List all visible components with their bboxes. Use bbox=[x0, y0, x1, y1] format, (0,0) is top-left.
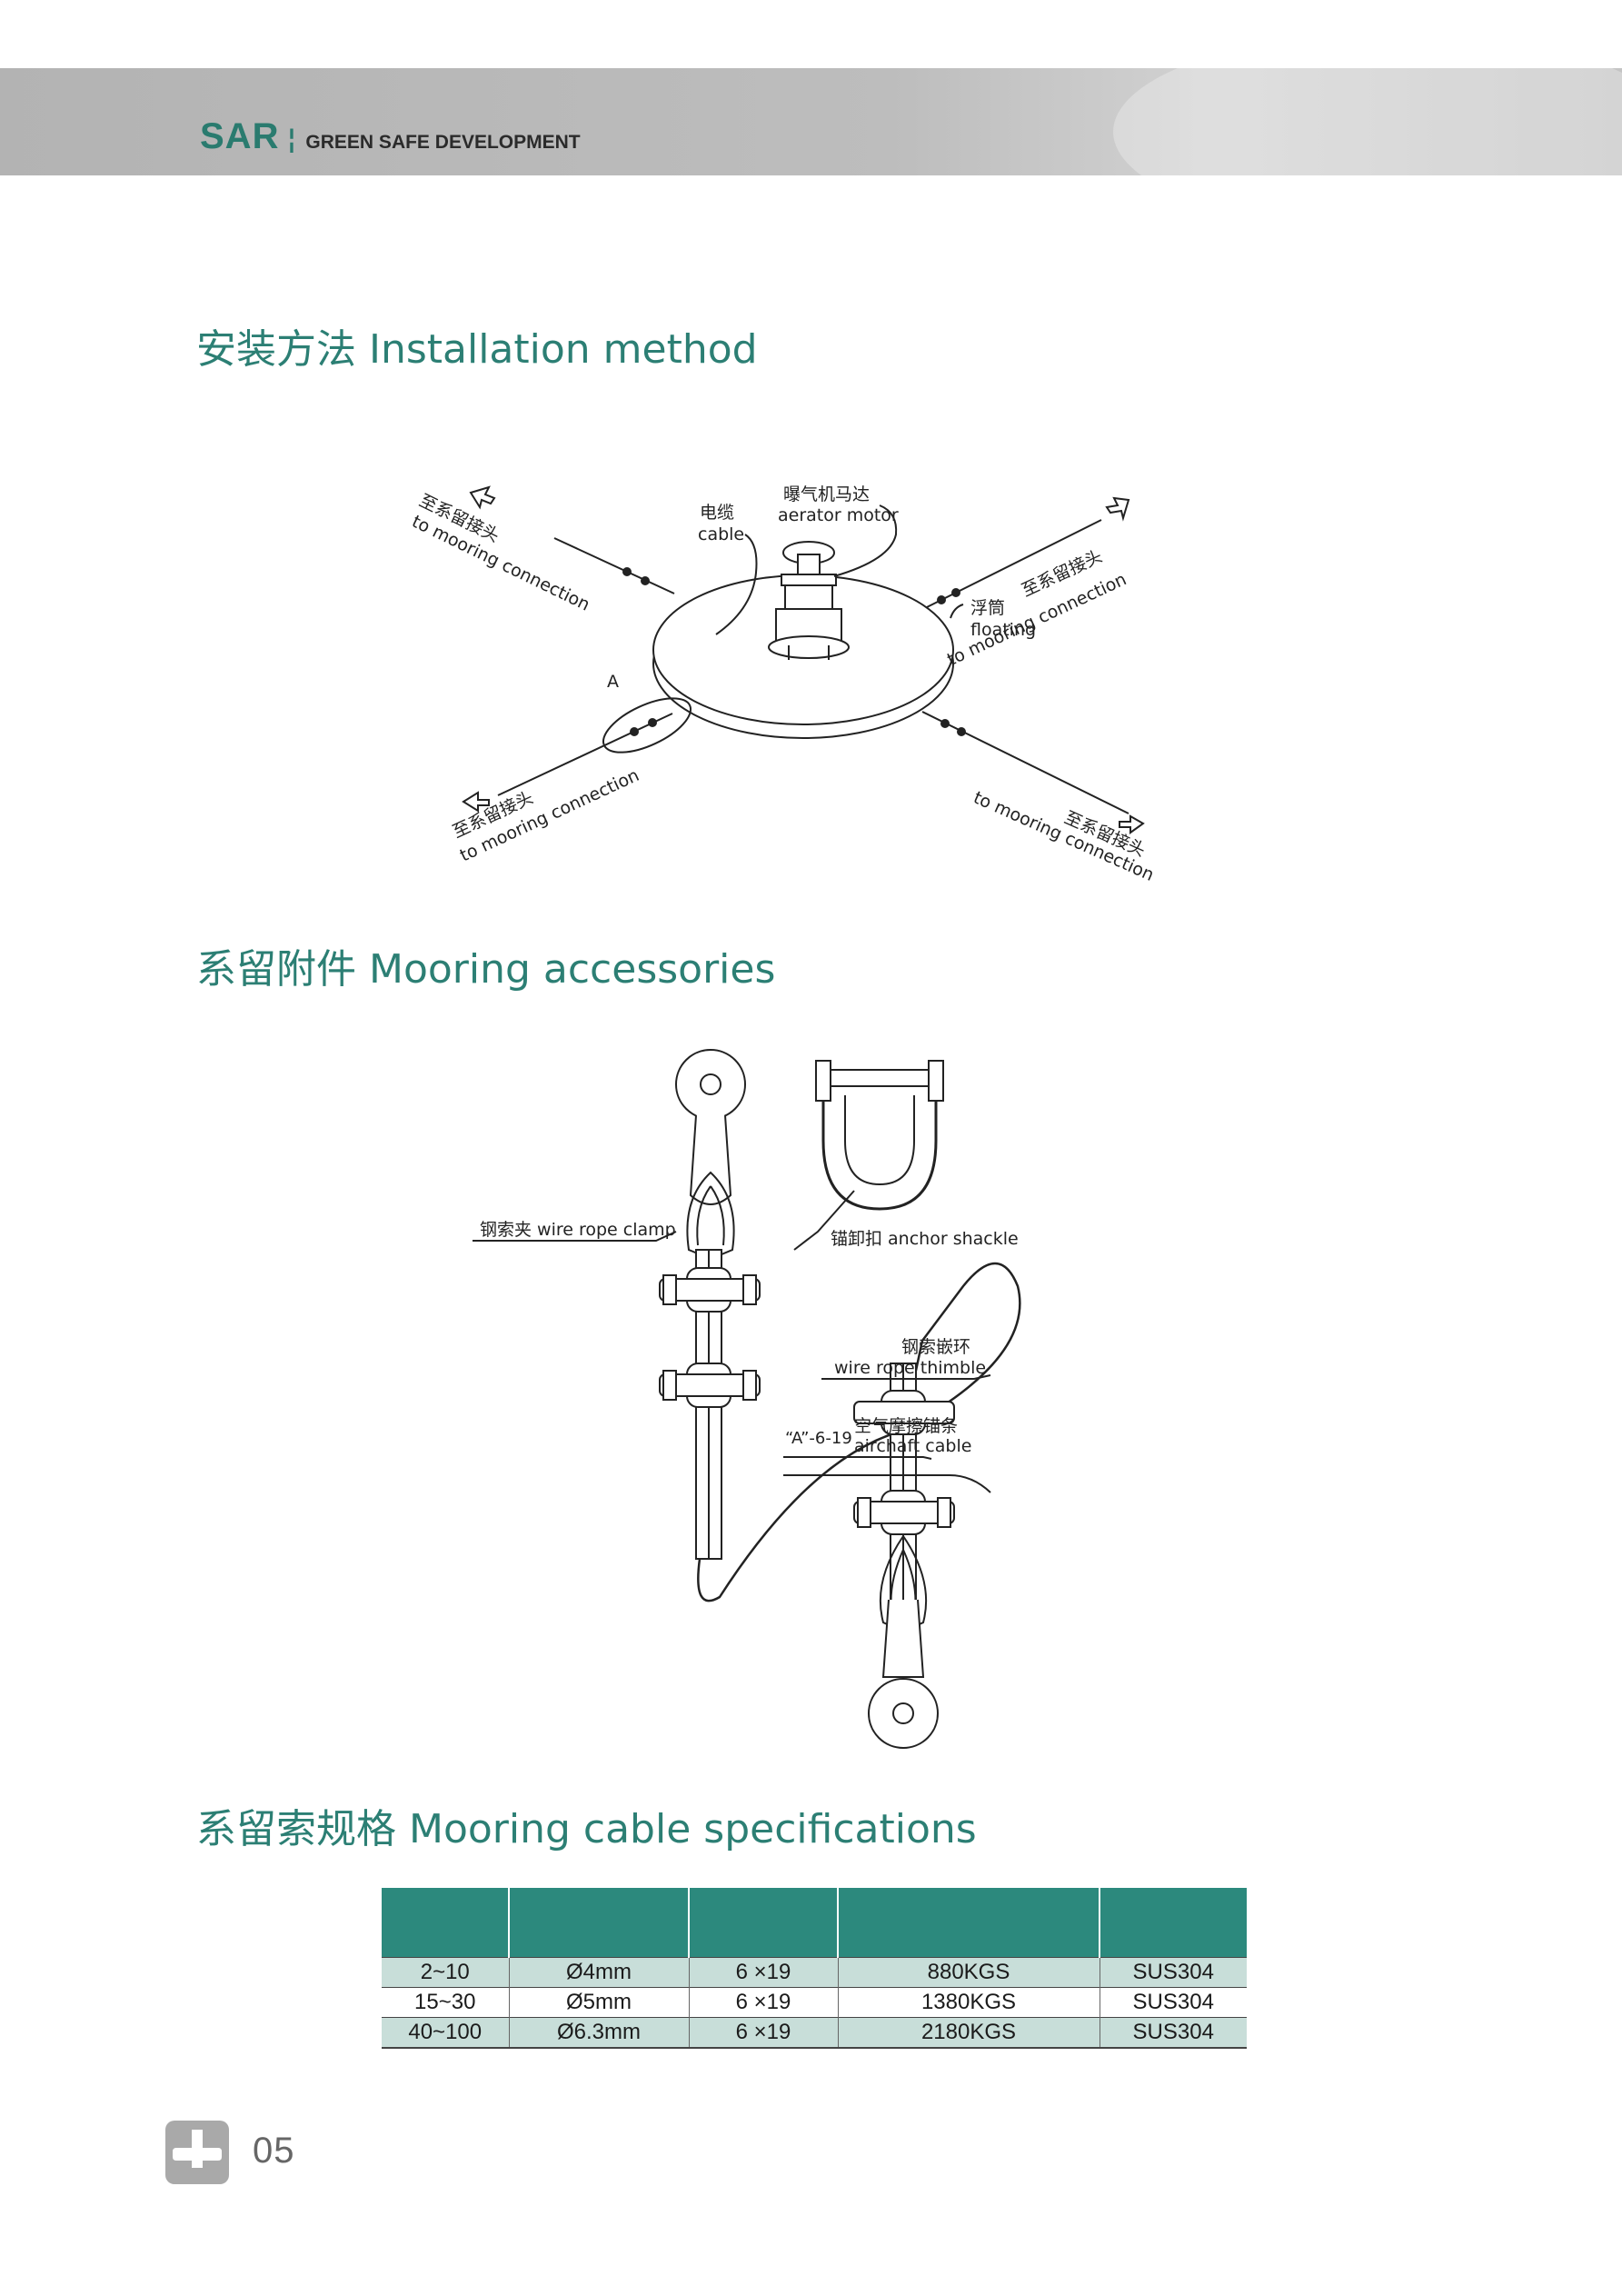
table-cell: 880KGS bbox=[837, 1957, 1100, 1988]
spec-header-cell bbox=[508, 1888, 689, 1958]
table-cell: SUS304 bbox=[1099, 1957, 1247, 1988]
label-thimble-cn: 钢索嵌环 bbox=[901, 1337, 970, 1357]
brand: SAR ¦ GREEN SAFE DEVELOPMENT bbox=[200, 116, 581, 157]
brand-tagline: GREEN SAFE DEVELOPMENT bbox=[305, 132, 581, 153]
table-row: 15~30 Ø5mm 6 ×19 1380KGS SUS304 bbox=[382, 1987, 1247, 2018]
section-title-specs: 系留索规格 Mooring cable specifications bbox=[196, 1806, 977, 1852]
label-cable-en: cable bbox=[698, 524, 744, 544]
table-cell: 2180KGS bbox=[837, 2017, 1100, 2049]
mooring-arrow-ne bbox=[1105, 496, 1130, 522]
mooring-cable-sw bbox=[497, 713, 673, 796]
table-row: 2~10 Ø4mm 6 ×19 880KGS SUS304 bbox=[382, 1957, 1247, 1988]
table-row: 40~100 Ø6.3mm 6 ×19 2180KGS SUS304 bbox=[382, 2017, 1247, 2049]
label-cable-cn: 电缆 bbox=[700, 503, 734, 523]
header-band: SAR ¦ GREEN SAFE DEVELOPMENT bbox=[0, 68, 1622, 175]
table-cell: 40~100 bbox=[382, 2017, 509, 2049]
table-cell: 6 ×19 bbox=[688, 1957, 838, 1988]
label-motor-en: aerator motor bbox=[778, 505, 899, 525]
section-title-installation: 安装方法 Installation method bbox=[196, 326, 758, 373]
float-leader bbox=[950, 604, 964, 619]
eyebolt-bottom bbox=[868, 1678, 939, 1749]
mooring-arrow-se bbox=[1119, 814, 1145, 834]
label-thimble-en: wire rope thimble bbox=[834, 1358, 986, 1378]
table-cell: Ø6.3mm bbox=[508, 2017, 689, 2049]
table-cell: 15~30 bbox=[382, 1987, 509, 2018]
spec-header-cell bbox=[837, 1888, 1100, 1958]
page-number: 05 bbox=[253, 2131, 295, 2171]
brand-separator-icon: ¦ bbox=[286, 124, 297, 155]
label-float-en: floating bbox=[970, 620, 1036, 640]
mooring-cable-se bbox=[921, 711, 1129, 814]
label-cable-cn: 空气摩擦锚条 bbox=[854, 1416, 958, 1436]
table-cell: SUS304 bbox=[1099, 1987, 1247, 2018]
spec-header-cell bbox=[382, 1888, 509, 1958]
table-cell: 6 ×19 bbox=[688, 1987, 838, 2018]
table-cell: 1380KGS bbox=[837, 1987, 1100, 2018]
anchor-shackle bbox=[821, 1082, 938, 1211]
tool-icon bbox=[165, 2121, 229, 2184]
mooring-arrow-nw bbox=[469, 485, 496, 510]
table-cell: Ø5mm bbox=[508, 1987, 689, 2018]
table-cell: 6 ×19 bbox=[688, 2017, 838, 2049]
installation-diagram: 至系留接头 to mooring connection 电缆 cable 曝气机… bbox=[409, 484, 1157, 885]
table-cell: SUS304 bbox=[1099, 2017, 1247, 2049]
accessories-diagram: 钢索夹 wire rope clamp 锚卸扣 anchor shackle 钢… bbox=[473, 1049, 1021, 1749]
detail-circle-a bbox=[602, 697, 692, 754]
label-cable-en: airchaft cable bbox=[854, 1436, 971, 1456]
mooring-cable-nw bbox=[553, 537, 675, 594]
spec-header-cell bbox=[1099, 1888, 1247, 1958]
label-cable-spec: “A”-6-19 bbox=[785, 1429, 852, 1448]
spec-table-header-row bbox=[382, 1888, 1247, 1958]
label-wire-rope-clamp: 钢索夹 wire rope clamp bbox=[480, 1220, 676, 1240]
label-motor-cn: 曝气机马达 bbox=[783, 484, 870, 504]
label-detail-a: A bbox=[607, 672, 619, 692]
header-decoration bbox=[1113, 68, 1622, 175]
label-float-cn: 浮筒 bbox=[970, 598, 1005, 618]
spec-header-cell bbox=[688, 1888, 838, 1958]
table-cell: 2~10 bbox=[382, 1957, 509, 1988]
spec-table: 2~10 Ø4mm 6 ×19 880KGS SUS304 15~30 Ø5mm… bbox=[382, 1888, 1247, 2049]
label-anchor-shackle: 锚卸扣 anchor shackle bbox=[831, 1229, 1019, 1249]
eyebolt-top bbox=[675, 1049, 746, 1120]
mooring-arrow-sw bbox=[462, 791, 490, 813]
cable-leader bbox=[715, 534, 758, 635]
section-title-accessories: 系留附件 Mooring accessories bbox=[196, 946, 776, 993]
motor-leader bbox=[833, 504, 898, 577]
brand-name: SAR bbox=[200, 116, 280, 156]
table-cell: Ø4mm bbox=[508, 1957, 689, 1988]
